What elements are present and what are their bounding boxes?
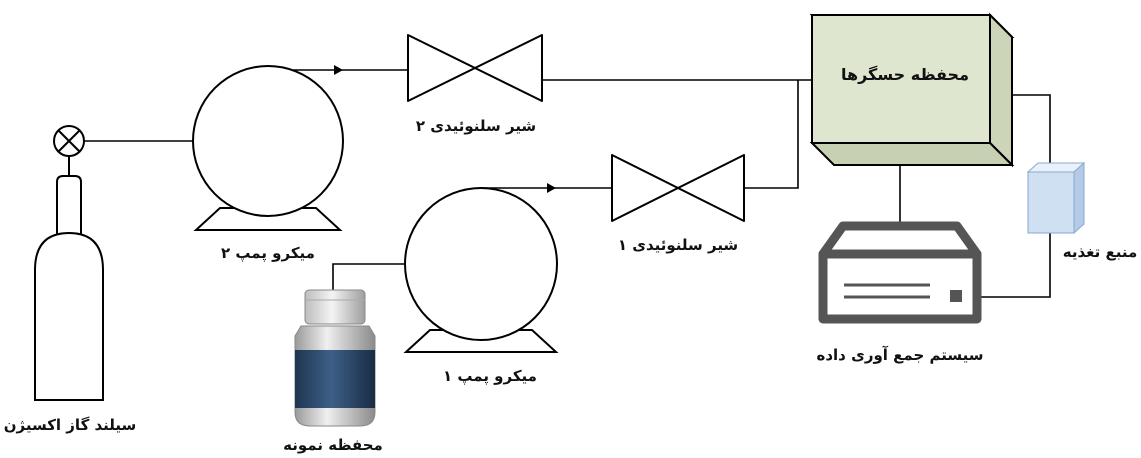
label-solenoid-valve-2: شیر سلنوئیدی ۲ xyxy=(416,117,536,135)
label-sample-chamber: محفظه نمونه xyxy=(283,436,383,454)
oxygen-cylinder xyxy=(34,125,104,401)
label-solenoid-valve-1: شیر سلنوئیدی ۱ xyxy=(618,236,738,254)
label-micro-pump-1: میکرو پمپ ۱ xyxy=(443,367,537,386)
sensor-chamber-side xyxy=(989,12,1013,168)
label-oxygen-cylinder: سیلند گاز اکسیژن xyxy=(4,416,137,434)
wire-chamber-to-power xyxy=(1012,94,1051,165)
micro-pump-2 xyxy=(192,65,344,231)
label-data-acquisition: سیستم جمع آوری داده xyxy=(816,346,983,364)
sample-bottle-image xyxy=(294,289,376,427)
data-acquisition-system xyxy=(818,221,982,324)
sensor-chamber xyxy=(809,12,1015,168)
pipe-valve1-to-chamber xyxy=(744,80,799,189)
solenoid-valve-1 xyxy=(611,154,745,222)
power-supply xyxy=(1026,161,1086,235)
label-sensor-chamber: محفظه حسگرها xyxy=(841,65,969,84)
flow-arrow-pump1-outlet xyxy=(547,183,556,193)
label-micro-pump-2: میکرو پمپ ۲ xyxy=(221,244,315,263)
wire-power-to-daq xyxy=(962,232,1051,298)
solenoid-valve-2 xyxy=(407,34,543,102)
micro-pump-1 xyxy=(403,187,559,353)
label-power-supply: منبع تغذیه xyxy=(1063,243,1138,261)
flow-arrow-pump2-outlet xyxy=(334,65,343,75)
